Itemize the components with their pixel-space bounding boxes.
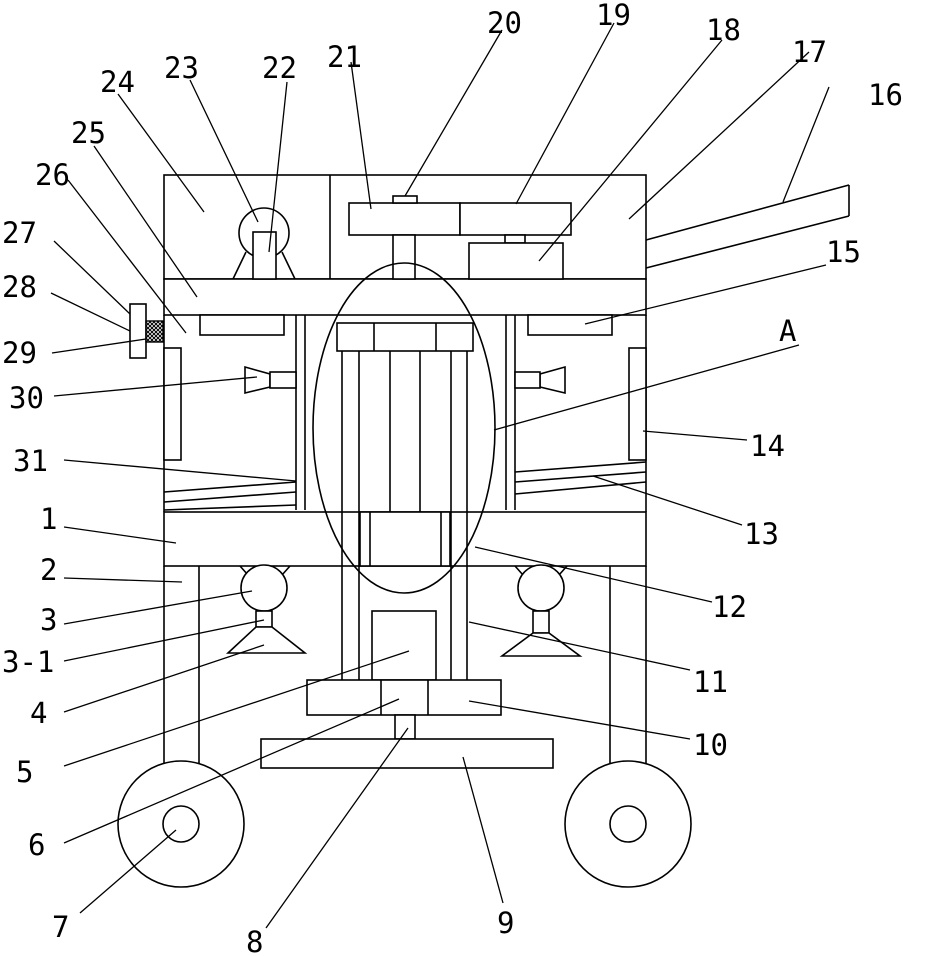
label-19: 19	[596, 0, 631, 32]
label-22: 22	[262, 51, 297, 85]
label-17: 17	[792, 35, 827, 69]
label-24: 24	[100, 65, 135, 99]
label-12: 12	[712, 590, 747, 624]
label-31: 31	[13, 444, 48, 478]
label-15: 15	[826, 235, 861, 269]
label-13: 13	[744, 517, 779, 551]
left-sprinkler	[228, 565, 305, 653]
label-8: 8	[246, 925, 263, 956]
upper-plate	[164, 279, 646, 315]
push-handle	[646, 185, 849, 268]
label-2: 2	[40, 553, 57, 587]
label-5: 5	[16, 755, 33, 789]
label-20: 20	[487, 6, 522, 40]
bottom-assembly	[261, 680, 553, 768]
left-side-plate	[164, 348, 181, 460]
label-29: 29	[2, 336, 37, 370]
label-14: 14	[750, 429, 785, 463]
right-wheel	[565, 761, 691, 887]
label-21: 21	[327, 40, 362, 74]
label-a: A	[779, 314, 796, 348]
right-nozzle	[515, 367, 565, 393]
label-7: 7	[52, 910, 69, 944]
label-26: 26	[35, 158, 70, 192]
left-wheel	[118, 761, 244, 887]
left-nozzle	[245, 367, 296, 393]
label-27: 27	[2, 216, 37, 250]
label-9: 9	[497, 906, 514, 940]
label-11: 11	[693, 665, 728, 699]
label-1: 1	[40, 502, 57, 536]
sloped-plates	[164, 462, 646, 510]
label-23: 23	[164, 51, 199, 85]
label-18: 18	[706, 13, 741, 47]
right-sprinkler	[502, 565, 580, 656]
label-30: 30	[9, 381, 44, 415]
central-column	[337, 323, 473, 680]
left-pad	[200, 315, 284, 335]
right-pad	[528, 315, 612, 335]
label-10: 10	[693, 728, 728, 762]
label-3-1: 3-1	[2, 645, 54, 679]
label-6: 6	[28, 828, 45, 862]
right-side-plate	[629, 348, 646, 460]
label-3: 3	[40, 603, 57, 637]
label-25: 25	[71, 116, 106, 150]
label-4: 4	[30, 696, 47, 730]
label-16: 16	[868, 78, 903, 112]
label-28: 28	[2, 270, 37, 304]
side-knob	[130, 304, 163, 358]
